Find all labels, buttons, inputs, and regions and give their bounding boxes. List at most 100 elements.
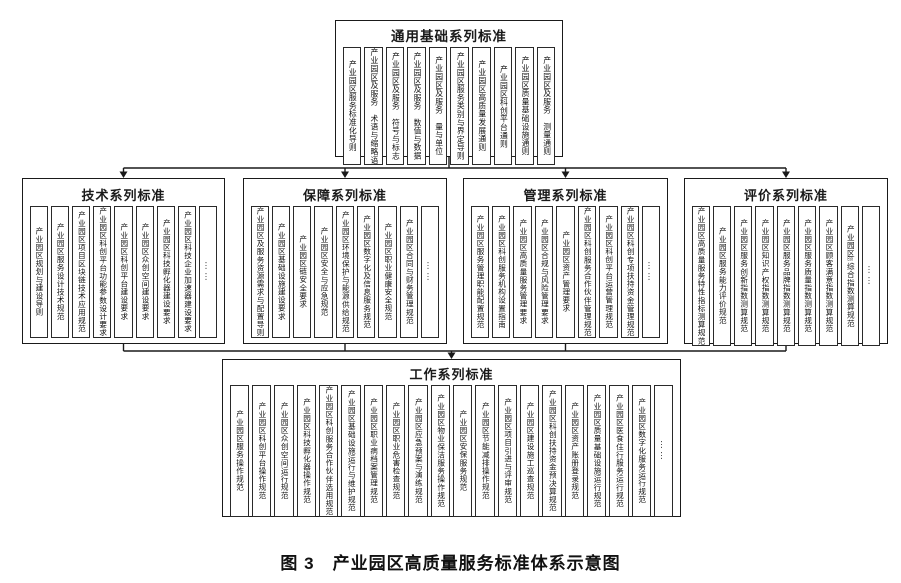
standard-item-label: 产业园区高质量服务管理要求 bbox=[518, 219, 528, 325]
standard-item: 产业园区项目区块链技术应用规范 bbox=[71, 206, 91, 338]
standard-item-label: 产业园区服务设计技术规范 bbox=[56, 223, 66, 321]
standard-item: 产业园区科创平台功能参数设计要求 bbox=[93, 206, 112, 338]
standard-item-label: 产业园区节能减排操作规范 bbox=[481, 402, 491, 500]
standard-item-label: 产业园区科创平台通则 bbox=[499, 64, 509, 148]
standard-item: 产业园区资产账册登录规范 bbox=[564, 385, 584, 517]
standard-item: 产业园区科创服务机构设置指南 bbox=[491, 206, 511, 338]
standard-item: 产业园区职业健康安全规范 bbox=[378, 206, 397, 338]
standard-item: 产业园区安全与应急规范 bbox=[314, 206, 333, 338]
standard-item-label: 产业园区质量基础设施通则 bbox=[521, 56, 531, 156]
standard-item: 产业园区众创空间建设要求 bbox=[135, 206, 154, 338]
standard-item: 产业园区质量基础设施通则 bbox=[515, 47, 534, 166]
standard-item: 产业园区服务能力评价规范 bbox=[712, 206, 732, 346]
standard-item: 产业园区合规与风险管理要求 bbox=[534, 206, 554, 338]
standard-item: 产业园区职业危害检查规范 bbox=[385, 385, 406, 517]
standard-item: 产业园区应急预案与演练规范 bbox=[408, 385, 428, 517]
standard-item-label: 产业园区安全与应急规范 bbox=[320, 227, 329, 317]
standard-item: 产业园区职业病档案管理规范 bbox=[363, 385, 383, 517]
combined-latin-text: ESG bbox=[847, 257, 854, 263]
standard-item: 产业园区科创平台操作规范 bbox=[251, 385, 272, 517]
standard-item-label: 产业园区知识产权指数测算规范 bbox=[761, 219, 770, 333]
ellipsis-item: …… bbox=[654, 385, 674, 517]
standard-item: 产业园区及服务 符号与标志 bbox=[385, 47, 405, 166]
standard-item: 产业园区医食住行服务运行规范 bbox=[609, 385, 629, 517]
standard-item: 产业园区知识产权指数测算规范 bbox=[755, 206, 774, 346]
standard-item: 产业园区规划与建设导则 bbox=[29, 206, 48, 338]
standard-item-label: 产业园区建设施工巡查规范 bbox=[526, 402, 535, 500]
series-box-evaluation: 评价系列标准 产业园区高质量服务特性指标测算规范产业园区服务能力评价规范产业园区… bbox=[684, 178, 888, 346]
box-title-work: 工作系列标准 bbox=[409, 367, 494, 382]
standard-item-label: …… bbox=[866, 264, 877, 287]
box-title-technical: 技术系列标准 bbox=[81, 188, 166, 203]
standard-item: 产业园区节能减排操作规范 bbox=[475, 385, 495, 517]
items-technical: 产业园区规划与建设导则产业园区服务设计技术规范产业园区项目区块链技术应用规范产业… bbox=[23, 204, 224, 344]
standard-item: 产业园区基础设施建设要求 bbox=[271, 206, 291, 338]
standard-item: 产业园区高质量发展通则 bbox=[472, 47, 491, 166]
standard-item: 产业园区高质量服务特性指标测算规范 bbox=[691, 206, 710, 346]
items-evaluation: 产业园区高质量服务特性指标测算规范产业园区服务能力评价规范产业园区服务创新指数测… bbox=[685, 204, 887, 352]
standard-item-label: 产业园区应急预案与演练规范 bbox=[414, 398, 424, 504]
standard-item: 产业园区服务类别与界定导则 bbox=[450, 47, 470, 166]
standard-item-label: 产业园区科创平台操作规范 bbox=[257, 402, 267, 500]
series-box-management: 管理系列标准 产业园区服务管理职能配置规范产业园区科创服务机构设置指南产业园区高… bbox=[463, 178, 668, 344]
standard-item-label: …… bbox=[658, 439, 669, 462]
standard-item-label: 产业园区科技孵化器建设要求 bbox=[162, 219, 172, 325]
standard-item-label: 产业园区服务操作规范 bbox=[235, 410, 245, 492]
standard-item-label: 产业园区合同与财务管理规范 bbox=[405, 219, 415, 325]
standard-item: 产业园区建设施工巡查规范 bbox=[519, 385, 540, 517]
ellipsis-item: …… bbox=[199, 206, 218, 338]
standard-item: 产业园区高质量服务管理要求 bbox=[513, 206, 532, 338]
items-management: 产业园区服务管理职能配置规范产业园区科创服务机构设置指南产业园区高质量服务管理要… bbox=[464, 204, 667, 344]
standard-item-label: 产业园区服务类别与界定导则 bbox=[456, 52, 466, 161]
standard-item-label: 产业园区服务创新指数测算规范 bbox=[739, 219, 749, 333]
standard-item-label: 产业园区职业健康安全规范 bbox=[383, 223, 393, 321]
standard-item: 产业园区环境保护与能源供给规范 bbox=[335, 206, 355, 338]
standard-item-label: 产业园区高质量发展通则 bbox=[477, 60, 487, 152]
standard-item: 产业园区物业保洁服务操作规范 bbox=[430, 385, 450, 517]
standard-item-label: 产业园区医食住行服务运行规范 bbox=[615, 394, 625, 508]
standard-item: 产业园区及服务 数值与数据 bbox=[407, 47, 426, 166]
standard-item-label: 产业园区职业病档案管理规范 bbox=[369, 398, 379, 504]
standard-item: 产业园区科创服务合作伙伴管理规范 bbox=[577, 206, 597, 338]
standard-item-label: 产业园区科技企业加速器建设要求 bbox=[183, 211, 193, 333]
standard-item: 产业园区及服务 测量通则 bbox=[536, 47, 556, 166]
standard-item: 产业园区ESG综合指数测算规范 bbox=[840, 206, 860, 346]
standard-item-label: 产业园区服务标准化导则 bbox=[348, 60, 358, 152]
standard-item-label: 产业园区项目引进与评审规范 bbox=[503, 398, 513, 504]
standard-item: 产业园区及服务 量与单位 bbox=[428, 47, 448, 166]
items-work: 产业园区服务操作规范产业园区科创平台操作规范产业园区众创空间运行规范产业园区科技… bbox=[223, 383, 680, 523]
standard-item-label: 产业园区及服务 术语与缩略语 bbox=[369, 48, 379, 165]
standard-item: 产业园区服务品牌指数测算规范 bbox=[776, 206, 796, 346]
standard-item-label: 产业园区合规与风险管理要求 bbox=[540, 219, 550, 325]
standard-item-label: 产业园区项目区块链技术应用规范 bbox=[77, 211, 87, 333]
standard-item-label: 产业园区及服务 符号与标志 bbox=[391, 52, 401, 161]
standard-item: 产业园区及服务资源需求与配置导则 bbox=[250, 206, 269, 338]
standard-item: 产业园区合同与财务管理规范 bbox=[399, 206, 419, 338]
standard-item: 产业园区质量基础设施运行规范 bbox=[587, 385, 607, 517]
box-title-support: 保障系列标准 bbox=[302, 188, 387, 203]
standard-item-label: 产业园区基础设施运行与维护规范 bbox=[347, 390, 357, 512]
standard-item-label: 产业园区科创平台运营管理规范 bbox=[604, 215, 614, 329]
series-box-work: 工作系列标准 产业园区服务操作规范 产业园区科创平台操作规范产业园区众创空间运行规… bbox=[222, 359, 681, 517]
standard-item-label: 产业园区安保服务规范 bbox=[458, 410, 468, 492]
standard-item: 产业园区科创平台通则 bbox=[493, 47, 513, 166]
standard-item: 产业园区顾客满意指数测算规范 bbox=[819, 206, 838, 346]
standard-item-label: …… bbox=[646, 260, 657, 283]
standard-item-label: 产业园区数字化服务运行规范 bbox=[637, 398, 647, 504]
standard-item: 产业园区服务质量指数测算规范 bbox=[798, 206, 817, 346]
standard-item: 产业园区科技孵化器建设要求 bbox=[156, 206, 176, 338]
standard-item: 产业园区数字化及信息服务规范 bbox=[357, 206, 376, 338]
standard-item: 产业园区众创空间运行规范 bbox=[274, 385, 294, 517]
standard-item: 产业园区服务设计技术规范 bbox=[50, 206, 69, 338]
standard-item-label: …… bbox=[425, 260, 436, 283]
series-box-support: 保障系列标准 产业园区及服务资源需求与配置导则产业园区基础设施建设要求产业园区链… bbox=[243, 178, 447, 344]
standard-item-label: 产业园区科创专项扶持资金管理规范 bbox=[626, 207, 636, 337]
items-support: 产业园区及服务资源需求与配置导则产业园区基础设施建设要求产业园区链安全要求产业园… bbox=[244, 204, 446, 344]
standard-item-label: 产业园区职业危害检查规范 bbox=[391, 402, 401, 500]
standard-item: 产业园区数字化服务运行规范 bbox=[631, 385, 652, 517]
standard-item: 产业园区链安全要求 bbox=[293, 206, 312, 338]
standard-item-label: 产业园区科创服务合作伙伴管理规范 bbox=[583, 207, 593, 337]
standard-item: 产业园区科技企业加速器建设要求 bbox=[178, 206, 197, 338]
standard-item: 产业园区资产管理要求 bbox=[556, 206, 575, 338]
